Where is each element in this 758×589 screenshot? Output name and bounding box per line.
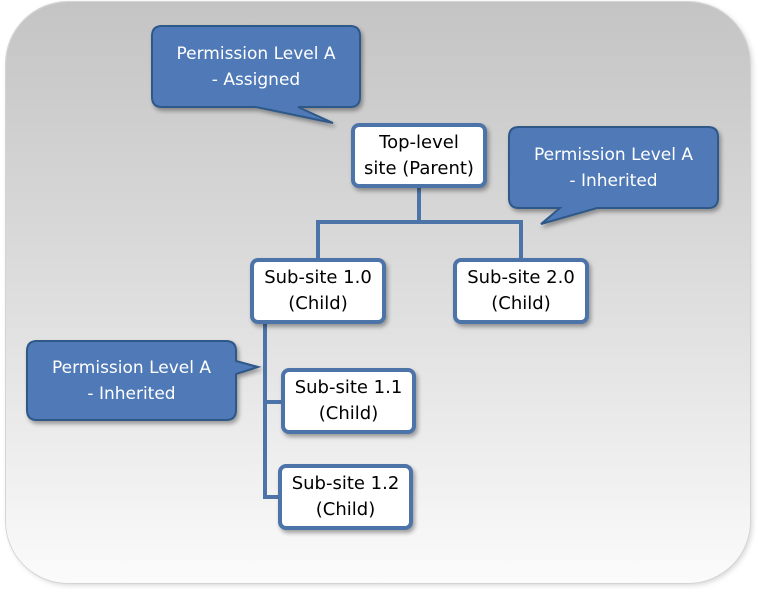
callout-assigned-line2: - Assigned — [211, 69, 301, 90]
callout-bubble-assigned — [151, 25, 361, 124]
node-sub12-line2: (Child) — [315, 499, 376, 520]
node-top-line2: site (Parent) — [364, 157, 474, 179]
callout-inherited-left-line2: - Inherited — [87, 383, 176, 404]
connector-sub10-to-sub12 — [263, 400, 280, 499]
callout-bubble-inherited-left — [26, 340, 262, 421]
node-sub12-line1: Sub-site 1.2 — [291, 473, 400, 494]
callout-bubble-inherited-right — [508, 126, 719, 225]
node-top-level-site: Top-level site (Parent) — [351, 123, 487, 188]
node-sub-site-1-1: Sub-site 1.1 (Child) — [281, 368, 416, 434]
node-sub20-line2: (Child) — [491, 293, 551, 314]
node-sub11-line1: Sub-site 1.1 — [294, 377, 403, 398]
node-sub-site-1-0: Sub-site 1.0 (Child) — [250, 258, 386, 324]
callout-assigned-line1: Permission Level A — [176, 43, 336, 64]
node-top-line1: Top-level — [379, 131, 459, 153]
callout-assigned: Permission Level A - Assigned — [152, 26, 360, 107]
callout-inherited-right-line1: Permission Level A — [533, 144, 693, 165]
node-sub10-line1: Sub-site 1.0 — [264, 267, 372, 288]
callout-inherited-right-line2: - Inherited — [569, 170, 658, 191]
node-sub-site-1-2: Sub-site 1.2 (Child) — [278, 464, 413, 530]
node-sub20-line1: Sub-site 2.0 — [467, 267, 575, 288]
node-sub10-line2: (Child) — [288, 293, 348, 314]
callout-inherited-left: Permission Level A - Inherited — [27, 341, 236, 420]
node-sub11-line2: (Child) — [318, 403, 379, 424]
callout-inherited-right: Permission Level A - Inherited — [509, 127, 718, 208]
node-sub-site-2-0: Sub-site 2.0 (Child) — [453, 258, 589, 324]
callout-inherited-left-line1: Permission Level A — [51, 357, 211, 378]
connector-top-to-children — [316, 186, 523, 260]
